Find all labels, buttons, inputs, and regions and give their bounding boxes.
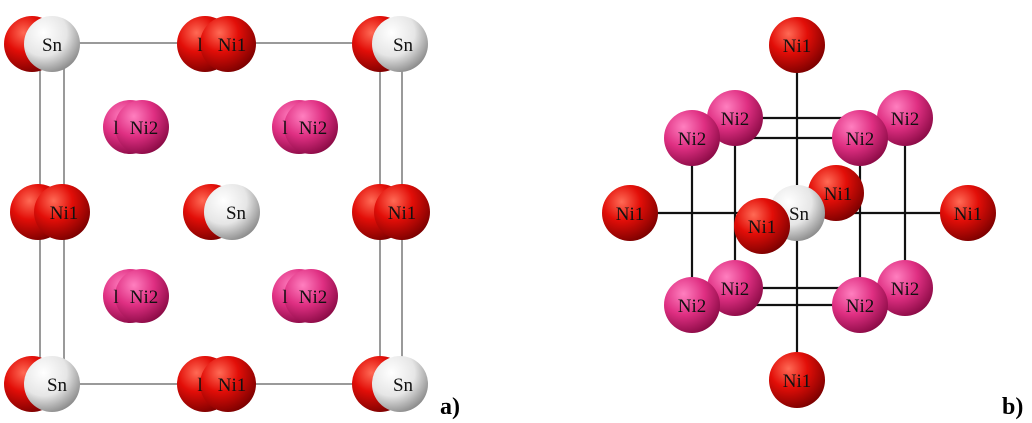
atom-label-ni2: Ni2: [130, 118, 159, 139]
panel-a-unit-cell: Sn Sn Sn Sn l Ni1 l Ni1: [4, 16, 430, 412]
atom-label-ni2: Ni2: [299, 287, 328, 308]
atom-label-sn: Sn: [226, 203, 247, 224]
atom-label-ni2: Ni2: [721, 109, 750, 130]
atom-label-sn: Sn: [42, 35, 63, 56]
atom-label-ni2-back: l: [113, 118, 118, 139]
edge-atom-bottom: l Ni1: [177, 356, 256, 412]
corner-atom-top-right: Sn: [352, 16, 428, 72]
ni1-top: Ni1: [769, 17, 825, 73]
ni2-back-bottom-left: Ni2: [707, 260, 763, 316]
atom-label-ni2-back: l: [113, 287, 118, 308]
atom-label-ni2-back: l: [282, 118, 287, 139]
atom-label-ni2: Ni2: [678, 296, 707, 317]
ni2-atom-upper-right: l Ni2: [272, 100, 338, 154]
atom-label-ni1-back: l: [197, 35, 202, 56]
atom-label-ni2: Ni2: [846, 296, 875, 317]
ni2-atom-upper-left: l Ni2: [103, 100, 169, 154]
atom-label-ni2: Ni2: [299, 118, 328, 139]
atom-label-ni1: Ni1: [954, 204, 983, 225]
atom-label-ni1: Ni1: [748, 217, 777, 238]
ni1-front-center: Ni1: [734, 198, 790, 254]
atom-label-ni1: Ni1: [783, 36, 812, 57]
ni2-front-bottom-right: Ni2: [832, 277, 888, 333]
corner-atom-top-left: Sn: [4, 16, 80, 72]
atom-label-ni1: Ni1: [218, 375, 247, 396]
ni1-left: Ni1: [602, 185, 658, 241]
ni2-back-top-right: Ni2: [877, 90, 933, 146]
edge-atom-left: Ni1: [10, 184, 90, 240]
atom-label-ni2: Ni2: [891, 279, 920, 300]
ni2-back-bottom-right: Ni2: [877, 260, 933, 316]
center-atom-sn: Sn: [183, 184, 260, 240]
edge-atom-top: l Ni1: [177, 16, 256, 72]
atom-label-ni2-back: l: [282, 287, 287, 308]
edge-atom-right: Ni1: [352, 184, 430, 240]
atom-label-ni1: Ni1: [50, 203, 79, 224]
atom-label-ni1: Ni1: [783, 371, 812, 392]
atom-label-ni2: Ni2: [678, 129, 707, 150]
corner-atom-bottom-left: Sn: [4, 356, 80, 412]
corner-atom-bottom-right: Sn: [352, 356, 428, 412]
atom-label-ni2: Ni2: [721, 279, 750, 300]
ni2-atom-lower-right: l Ni2: [272, 269, 338, 323]
atom-label-ni1: Ni1: [218, 35, 247, 56]
ni2-front-top-left: Ni2: [664, 110, 720, 166]
atom-label-ni1: Ni1: [616, 204, 645, 225]
ni2-back-top-left: Ni2: [707, 90, 763, 146]
atom-label-ni1: Ni1: [388, 203, 417, 224]
atom-label-sn: Sn: [47, 375, 68, 396]
atom-label-sn: Sn: [393, 375, 414, 396]
atom-label-ni2: Ni2: [130, 287, 159, 308]
ni1-bottom: Ni1: [769, 352, 825, 408]
ni2-front-top-right: Ni2: [832, 110, 888, 166]
panel-b-coordination: Ni2 Ni2 Ni2 Ni2 Ni1 Ni1 Ni1 Ni1: [602, 17, 996, 408]
atom-label-ni1-back: l: [197, 375, 202, 396]
ni2-front-bottom-left: Ni2: [664, 277, 720, 333]
panel-b-label: b): [1002, 394, 1024, 420]
atom-label-sn: Sn: [789, 204, 810, 225]
ni2-atom-lower-left: l Ni2: [103, 269, 169, 323]
atom-label-ni2: Ni2: [846, 129, 875, 150]
ni1-right: Ni1: [940, 185, 996, 241]
atom-label-sn: Sn: [393, 35, 414, 56]
panel-a-label: a): [440, 394, 460, 420]
atom-label-ni1: Ni1: [824, 184, 853, 205]
atom-label-ni2: Ni2: [891, 109, 920, 130]
